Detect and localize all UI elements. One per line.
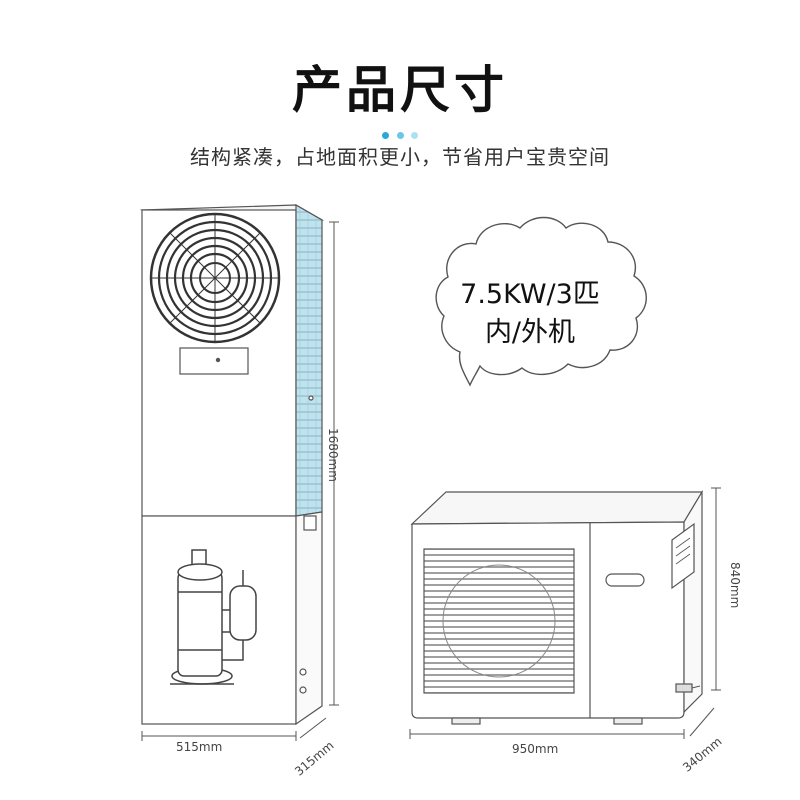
indoor-height-label: 1680mm <box>326 428 340 482</box>
indoor-width-dimension <box>141 731 297 741</box>
indoor-side-screw <box>308 395 314 401</box>
outdoor-width-label: 950mm <box>512 742 559 756</box>
outdoor-unit <box>410 489 704 725</box>
page-title: 产品尺寸 <box>292 61 508 119</box>
outdoor-height-dimension <box>711 487 721 691</box>
dot-2 <box>396 132 404 139</box>
indoor-depth-dimension <box>299 717 327 739</box>
dot-1 <box>382 132 390 139</box>
outdoor-fan-grille <box>423 548 575 694</box>
indoor-height-dimension <box>329 221 339 706</box>
outdoor-width-dimension <box>409 729 685 739</box>
outdoor-fan-icon <box>442 564 556 678</box>
outdoor-foot-right <box>613 717 643 725</box>
outdoor-depth-dimension <box>689 707 715 737</box>
dot-3 <box>410 132 418 139</box>
indoor-display-panel <box>179 347 249 375</box>
outdoor-foot-left <box>451 717 481 725</box>
indoor-side-lower <box>295 511 323 726</box>
outdoor-top-face <box>410 491 704 525</box>
indoor-side-latch <box>303 515 317 531</box>
outdoor-valve-icon <box>675 683 693 693</box>
compressor-icon <box>170 549 257 685</box>
outdoor-height-label: 840mm <box>728 562 742 609</box>
callout-power: 7.5KW/3匹 <box>460 279 600 310</box>
callout-type: 内/外机 <box>484 317 576 348</box>
accent-dots <box>0 124 800 143</box>
indoor-side-grille <box>295 203 323 517</box>
indoor-port-1 <box>299 668 307 676</box>
page-subtitle: 结构紧凑，占地面积更小，节省用户宝贵空间 <box>190 145 610 169</box>
indoor-unit <box>139 203 325 726</box>
indoor-width-label: 515mm <box>176 740 223 754</box>
indoor-port-2 <box>299 686 307 694</box>
outdoor-side-panel <box>671 522 695 590</box>
indoor-indicator-light <box>215 357 221 363</box>
fan-icon <box>149 212 281 344</box>
callout-cloud <box>435 216 647 387</box>
outdoor-handle <box>605 573 645 587</box>
